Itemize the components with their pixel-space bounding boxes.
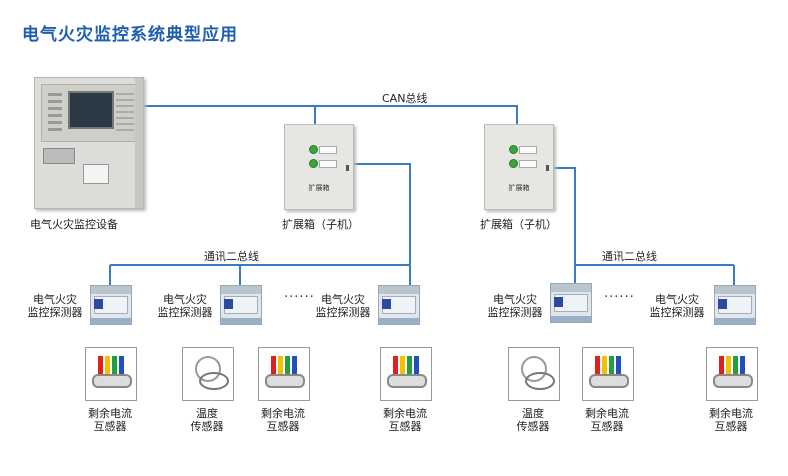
temperature-sensor-1 [182,347,234,401]
detector-1 [90,285,132,325]
keypad-icon [48,93,62,133]
can-bus-label: CAN总线 [382,92,428,105]
lock-icon [346,165,349,171]
can-bus-line [144,105,518,124]
comm-bus-label-right: 通讯二总线 [602,250,657,263]
residual-sensor-3-label: 剩余电流互感器 [383,407,427,433]
residual-current-sensor-2 [258,347,310,401]
expansion-plate-text: 扩展箱 [308,184,330,192]
residual-sensor-5-label: 剩余电流互感器 [709,407,753,433]
transformer-ring-icon [713,374,753,388]
comm-bus-label-left: 通讯二总线 [204,250,259,263]
temp-sensor-2-label: 温度传感器 [516,407,550,433]
status-bar-icon [224,299,233,309]
residual-sensor-4-label: 剩余电流互感器 [585,407,629,433]
status-bar-icon [554,297,563,307]
expansion-2-label: 扩展箱（子机） [480,218,557,231]
transformer-ring-icon [589,374,629,388]
indicator-rows-icon [116,93,134,133]
detector-2-label: 电气火灾监控探测器 [157,293,213,319]
detector-5-label: 电气火灾监控探测器 [649,293,705,319]
expansion-plate-text: 扩展箱 [508,184,530,192]
expansion-1-label: 扩展箱（子机） [282,218,359,231]
residual-sensor-1-label: 剩余电流互感器 [88,407,132,433]
transformer-ring-icon [387,374,427,388]
indicator-tag [519,160,537,168]
residual-current-sensor-1 [85,347,137,401]
transformer-ring-icon [92,374,132,388]
detector-5 [714,285,756,325]
green-indicator-icon [309,145,318,154]
detector-3 [378,285,420,325]
ellipsis-right: ······ [604,290,635,305]
expansion-box-2: 扩展箱 [484,124,554,210]
detector-2 [220,285,262,325]
indicator-tag [319,146,337,154]
green-indicator-icon [509,159,518,168]
detector-3-label: 电气火灾监控探测器 [315,293,371,319]
detector-4 [550,283,592,323]
temp-sensor-1-label: 温度传感器 [190,407,224,433]
ellipsis-left: ······ [284,290,315,305]
printer-slot [43,148,75,164]
display-screen [68,91,114,129]
expansion-1-link [352,163,411,285]
transformer-ring-icon [265,374,305,388]
status-bar-icon [718,299,727,309]
expansion-box-1: 扩展箱 [284,124,354,210]
status-bar-icon [94,299,103,309]
cabinet-side [135,78,143,208]
cabinet-control-panel [41,84,137,142]
main-device-label: 电气火灾监控设备 [30,218,118,231]
detector-1-label: 电气火灾监控探测器 [27,293,83,319]
temperature-sensor-2 [508,347,560,401]
green-indicator-icon [509,145,518,154]
status-bar-icon [382,299,391,309]
diagram-title: 电气火灾监控系统典型应用 [22,25,238,45]
lock-icon [546,165,549,171]
cable-coil-icon [525,372,555,390]
indicator-tag [519,146,537,154]
residual-current-sensor-3 [380,347,432,401]
residual-current-sensor-4 [582,347,634,401]
green-indicator-icon [309,159,318,168]
indicator-tag [319,160,337,168]
expansion-2-link [552,167,576,283]
residual-current-sensor-5 [706,347,758,401]
detector-4-label: 电气火灾监控探测器 [487,293,543,319]
main-monitoring-cabinet [34,77,144,209]
nameplate [83,164,109,184]
cable-coil-icon [199,372,229,390]
residual-sensor-2-label: 剩余电流互感器 [261,407,305,433]
